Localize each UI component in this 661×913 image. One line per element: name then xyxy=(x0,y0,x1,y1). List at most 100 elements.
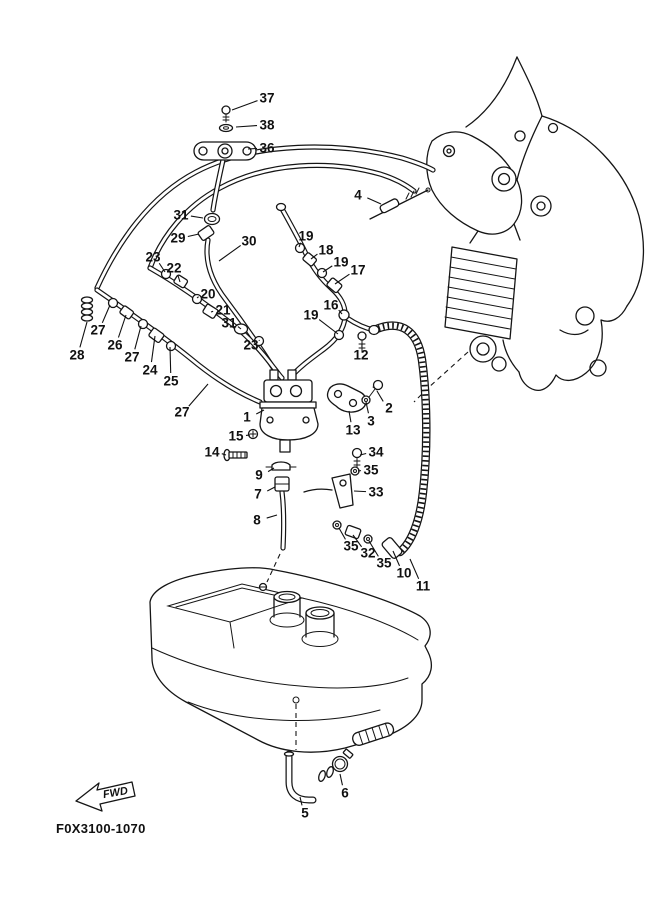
callout-16: 16 xyxy=(323,298,339,313)
connector-ring xyxy=(318,770,326,782)
callout-8: 8 xyxy=(253,513,261,528)
callout-leader-35 xyxy=(368,540,379,557)
callout-17: 17 xyxy=(350,263,365,278)
callout-leader-35 xyxy=(338,527,346,540)
callout-leader-1 xyxy=(255,409,265,415)
callout-leader-2 xyxy=(376,390,384,402)
bracket-33 xyxy=(331,473,354,509)
washer-35b xyxy=(332,520,342,530)
oil-tank xyxy=(149,553,433,753)
callout-19: 19 xyxy=(303,308,318,323)
callout-leader-6 xyxy=(339,773,343,786)
ribbed-connector-28 xyxy=(80,296,94,322)
callout-15: 15 xyxy=(228,429,244,444)
callout-28: 28 xyxy=(69,348,85,363)
callout-27: 27 xyxy=(174,405,189,420)
callout-25: 25 xyxy=(163,374,179,389)
callout-leader-32 xyxy=(352,534,363,548)
fwd-arrow: FWD xyxy=(75,781,136,812)
callout-7: 7 xyxy=(254,487,262,502)
corrugated-oil-hose xyxy=(368,326,426,559)
callout-5: 5 xyxy=(301,806,309,821)
callout-34: 34 xyxy=(368,445,384,460)
joint-23 xyxy=(160,268,172,280)
screw-37 xyxy=(221,105,231,115)
callout-leader-3 xyxy=(365,401,369,414)
engine-block xyxy=(413,56,645,403)
hose-stub xyxy=(352,722,395,746)
callout-leader-18 xyxy=(310,253,318,260)
callout-35: 35 xyxy=(363,463,379,478)
callout-38: 38 xyxy=(259,118,275,133)
callout-leader-37 xyxy=(231,100,258,111)
bolt-34 xyxy=(351,447,363,469)
callout-20: 20 xyxy=(200,287,215,302)
fitting-26 xyxy=(119,305,135,320)
filler-neck xyxy=(269,590,305,628)
pump-outlet-nipple xyxy=(279,439,291,453)
callout-33: 33 xyxy=(368,485,384,500)
left-fitting-chain-lower xyxy=(80,296,177,352)
callout-leader-10 xyxy=(392,550,401,567)
callout-19: 19 xyxy=(298,229,313,244)
callout-leader-38 xyxy=(235,124,258,128)
callout-leader-31 xyxy=(190,215,204,219)
fitting-17 xyxy=(326,277,343,294)
callout-leader-36 xyxy=(247,147,258,150)
callout-leader-34 xyxy=(359,452,367,456)
top-hose-fitting xyxy=(193,105,257,241)
grommet-31 xyxy=(203,212,221,226)
callout-leader-19 xyxy=(298,242,302,248)
bracket-parts xyxy=(303,447,373,544)
callout-21: 21 xyxy=(215,303,231,318)
joint-19b xyxy=(316,267,328,279)
callout-leader-7 xyxy=(266,486,276,492)
callout-leader-22 xyxy=(177,275,181,283)
connector-ring xyxy=(326,766,334,778)
callout-23: 23 xyxy=(243,338,259,353)
callout-12: 12 xyxy=(353,348,368,363)
part-code: F0X3100-1070 xyxy=(56,821,146,836)
hose-end-fitting xyxy=(275,202,287,212)
center-fitting-chain xyxy=(294,242,350,341)
callout-35: 35 xyxy=(343,539,359,554)
callout-leader-30 xyxy=(218,244,242,262)
link-rod-4 xyxy=(369,187,431,220)
callout-leader-13 xyxy=(348,410,352,423)
callout-leader-29 xyxy=(187,233,200,238)
bolt-2 xyxy=(368,379,384,398)
callout-leader-26 xyxy=(117,314,127,338)
breather-flange-parts xyxy=(326,331,384,413)
callout-leader-17 xyxy=(334,273,350,285)
joint-27 xyxy=(107,297,119,309)
callout-leader-9 xyxy=(267,467,275,473)
callout-leader-5 xyxy=(299,796,303,806)
callout-6: 6 xyxy=(341,786,349,801)
connector-29 xyxy=(197,225,215,241)
fitting-24 xyxy=(148,327,165,344)
callout-24: 24 xyxy=(142,363,158,378)
callout-leader-27 xyxy=(188,383,209,407)
screw-14 xyxy=(223,448,248,462)
callout-32: 32 xyxy=(360,546,375,561)
callout-leader-19 xyxy=(318,319,339,335)
callout-leader-21 xyxy=(210,310,214,313)
fitting-22 xyxy=(173,274,189,289)
callout-leader-27 xyxy=(101,304,111,324)
pump-bracket xyxy=(259,407,319,441)
callout-31: 31 xyxy=(221,316,237,331)
joint-20 xyxy=(191,293,203,305)
callout-13: 13 xyxy=(345,423,361,438)
pump-inlet-nipple xyxy=(287,369,297,381)
callout-11: 11 xyxy=(416,579,431,594)
callout-10: 10 xyxy=(396,566,411,581)
callout-37: 37 xyxy=(259,91,274,106)
washer-35c xyxy=(363,534,373,544)
callout-leader-8 xyxy=(266,514,278,519)
fitting-18 xyxy=(302,252,317,267)
joint-16 xyxy=(338,309,350,321)
callout-26: 26 xyxy=(107,338,123,353)
oil-pump-assembly xyxy=(223,369,319,492)
callout-4: 4 xyxy=(354,188,362,203)
